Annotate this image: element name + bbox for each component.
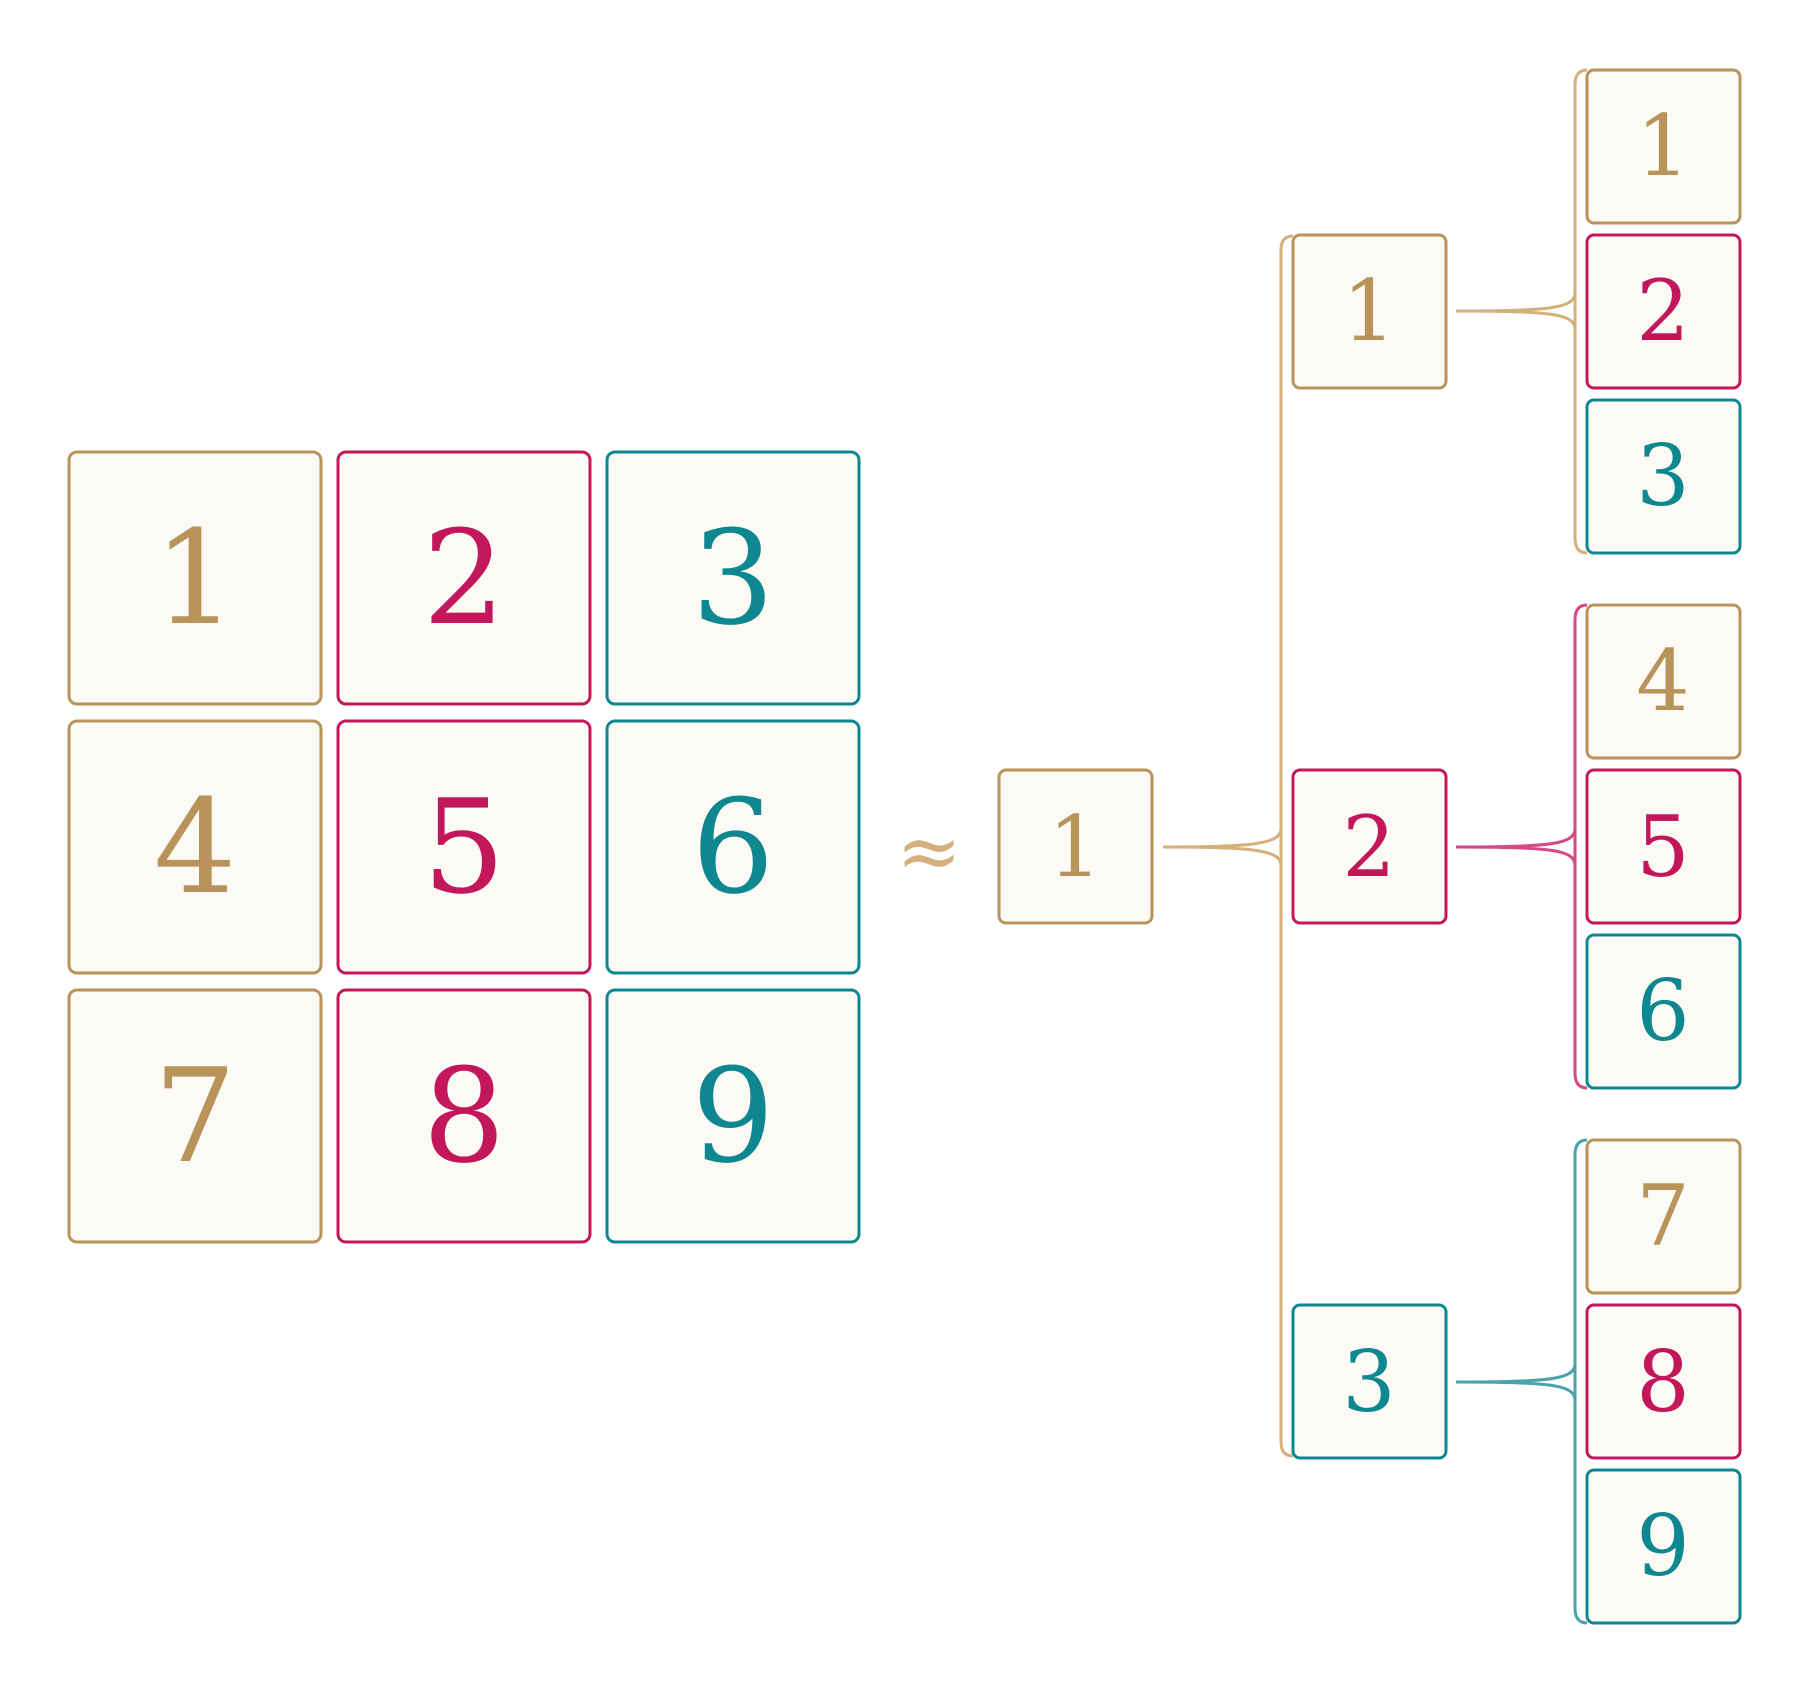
grid-cell-label: 2: [423, 502, 506, 654]
tree-leaf-node: 5: [1585, 768, 1742, 925]
tree-leaf-label: 7: [1636, 1167, 1689, 1265]
grid: 1 2 3 4 5 6 7 8: [67, 450, 861, 1244]
grid-cell-label: 7: [154, 1040, 237, 1192]
tree-root-label: 1: [1048, 798, 1101, 896]
tree-connectors: [1162, 68, 1588, 1625]
branch-3-connector: [1455, 1138, 1588, 1625]
tree-leaf-label: 6: [1636, 962, 1689, 1060]
tree-leaves: 1 2 3 4 5 6 7 8: [1585, 68, 1742, 1625]
tree-leaf-label: 8: [1636, 1333, 1689, 1431]
approx-symbol: ≈: [896, 807, 961, 897]
grid-cell-2: 2: [336, 450, 592, 706]
grid-cell-6: 6: [605, 719, 861, 975]
tree-leaf-node: 1: [1585, 68, 1742, 225]
grid-cell-label: 8: [423, 1040, 506, 1192]
grid-cell-1: 1: [67, 450, 323, 706]
tree-leaf-label: 5: [1636, 798, 1689, 896]
tree-leaf-node: 6: [1585, 933, 1742, 1090]
grid-cell-label: 9: [692, 1040, 775, 1192]
tree-leaf-node: 2: [1585, 233, 1742, 390]
tree-leaf-node: 7: [1585, 1138, 1742, 1295]
grid-cell-3: 3: [605, 450, 861, 706]
root-connector: [1162, 234, 1294, 1458]
tree-branch-label: 1: [1342, 262, 1395, 360]
tree-leaf-node: 4: [1585, 603, 1742, 760]
tree-root-node: 1: [997, 768, 1154, 925]
tree-leaf-node: 3: [1585, 398, 1742, 555]
grid-cell-4: 4: [67, 719, 323, 975]
tree-leaf-label: 1: [1636, 97, 1689, 195]
grid-cell-label: 1: [154, 502, 237, 654]
grid-cell-label: 3: [692, 502, 775, 654]
tree-branch-label: 3: [1342, 1333, 1395, 1431]
tree-branch-label: 2: [1342, 798, 1395, 896]
branch-1-connector: [1455, 68, 1588, 555]
grid-cell-7: 7: [67, 988, 323, 1244]
tree-branch-node-2: 2: [1291, 768, 1448, 925]
grid-cell-label: 4: [154, 771, 237, 923]
tree-branch-node-1: 1: [1291, 233, 1448, 390]
tree-leaf-label: 2: [1636, 262, 1689, 360]
tree-leaf-node: 8: [1585, 1303, 1742, 1460]
grid-cell-5: 5: [336, 719, 592, 975]
grid-cell-9: 9: [605, 988, 861, 1244]
tree-leaf-label: 9: [1636, 1497, 1689, 1595]
grid-cell-8: 8: [336, 988, 592, 1244]
grid-cell-label: 5: [423, 771, 506, 923]
tree-branch-node-3: 3: [1291, 1303, 1448, 1460]
tree-leaf-label: 4: [1636, 632, 1689, 730]
tree-leaf-node: 9: [1585, 1468, 1742, 1625]
tree-leaf-label: 3: [1636, 427, 1689, 525]
branch-2-connector: [1455, 603, 1588, 1090]
grid-cell-label: 6: [692, 771, 775, 923]
